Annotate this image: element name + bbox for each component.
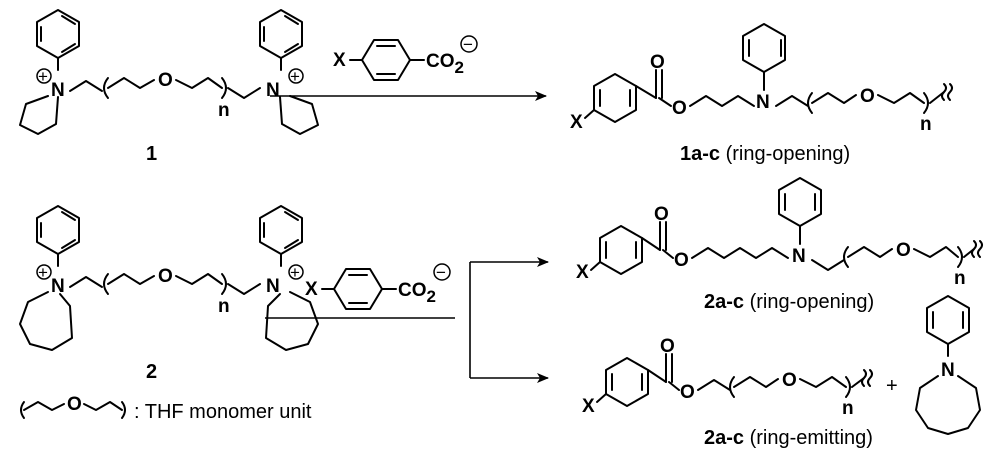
nitrogen-left: N bbox=[51, 80, 65, 101]
repeat-n-product-3: n bbox=[842, 398, 854, 419]
phenyl-ring-left bbox=[36, 9, 80, 71]
oxygen-product-3: O bbox=[782, 370, 797, 391]
ester-oxygen-2: O bbox=[674, 250, 689, 271]
oxygen-1: O bbox=[158, 70, 173, 91]
carboxylate-reagent-2: CO2 bbox=[398, 280, 436, 306]
compound-1-structure: + N O n N + bbox=[19, 9, 319, 135]
amine-nitrogen-1: N bbox=[756, 92, 770, 113]
reagent-benzoate-1: X CO2 − bbox=[333, 35, 478, 81]
ester-oxygen-3: O bbox=[680, 382, 695, 403]
minus-charge-reagent-2: − bbox=[436, 263, 446, 282]
substituent-x-product-1: X bbox=[570, 112, 583, 133]
phenyl-ring-right bbox=[259, 9, 303, 71]
azepanium-ring-right bbox=[265, 291, 319, 351]
substituent-x-reagent-1: X bbox=[333, 50, 346, 71]
oxygen-2: O bbox=[158, 266, 173, 287]
carboxylate-reagent-1: CO2 bbox=[426, 51, 464, 77]
substituent-x-product-3: X bbox=[582, 396, 595, 417]
product-2a-c-opening-label: 2a-c (ring-opening) bbox=[704, 291, 874, 313]
amine-nitrogen-2: N bbox=[792, 246, 806, 267]
substituent-x-product-2: X bbox=[576, 262, 589, 283]
carbonyl-oxygen-1: O bbox=[650, 52, 665, 73]
minus-charge-reagent-1: − bbox=[463, 35, 473, 54]
product-1a-c-structure: X O O N O n bbox=[570, 23, 953, 135]
azepane-nitrogen: N bbox=[941, 360, 955, 381]
compound-2-structure: + N O n N + bbox=[19, 205, 319, 351]
repeat-n-1: n bbox=[218, 100, 230, 121]
product-1a-c-label: 1a-c (ring-opening) bbox=[680, 143, 850, 165]
legend-text: : THF monomer unit bbox=[134, 401, 312, 423]
product-2a-c-emitting-structure: X O O O n bbox=[582, 336, 873, 419]
n-phenylazepane-structure: N bbox=[915, 295, 981, 435]
oxygen-product-1: O bbox=[860, 86, 875, 107]
thf-monomer-legend: O : THF monomer unit bbox=[20, 394, 312, 423]
product-2a-c-emitting-label: 2a-c (ring-emitting) bbox=[704, 427, 873, 449]
plus-charge-left-2: + bbox=[38, 263, 48, 282]
substituent-x-reagent-2: X bbox=[305, 279, 318, 300]
plus-charge-left: + bbox=[38, 67, 48, 86]
nitrogen-right: N bbox=[266, 80, 280, 101]
nitrogen-left-2: N bbox=[51, 276, 65, 297]
repeat-n-product-1: n bbox=[920, 114, 932, 135]
ester-oxygen-1: O bbox=[672, 98, 687, 119]
plus-charge-right: + bbox=[290, 67, 300, 86]
reagent-benzoate-2: X CO2 − bbox=[305, 263, 451, 310]
plus-charge-right-2: + bbox=[290, 263, 300, 282]
product-2a-c-opening-structure: X O O N O n bbox=[576, 177, 983, 289]
legend-oxygen: O bbox=[67, 394, 82, 415]
azepanium-ring-left bbox=[19, 291, 73, 351]
repeat-n-2: n bbox=[218, 296, 230, 317]
pyrrolidinium-ring-right bbox=[279, 95, 319, 135]
repeat-n-product-2: n bbox=[954, 268, 966, 289]
plus-sign: + bbox=[886, 375, 898, 397]
reaction-arrow-2-split bbox=[265, 257, 549, 383]
carbonyl-oxygen-2: O bbox=[654, 204, 669, 225]
carbonyl-oxygen-3: O bbox=[660, 336, 675, 357]
compound-1-label: 1 bbox=[146, 143, 157, 165]
oxygen-product-2: O bbox=[896, 240, 911, 261]
nitrogen-right-2: N bbox=[266, 276, 280, 297]
compound-2-label: 2 bbox=[146, 361, 157, 383]
phenyl-ring-left-2 bbox=[36, 205, 80, 267]
pyrrolidinium-ring-left bbox=[19, 95, 59, 135]
phenyl-ring-right-2 bbox=[259, 205, 303, 267]
